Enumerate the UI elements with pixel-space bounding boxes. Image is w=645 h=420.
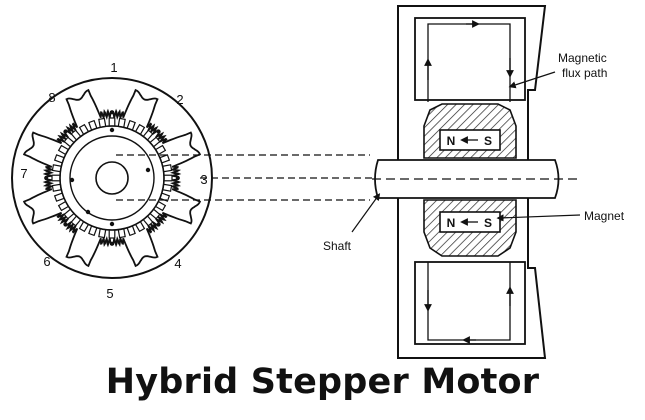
magnet-label: Magnet — [584, 209, 625, 223]
leader-lines — [351, 71, 581, 233]
shaft — [374, 159, 560, 199]
end-view: 1 2 3 4 5 6 7 8 — [11, 60, 213, 301]
top-pole — [414, 17, 526, 101]
magnet-north-label: N — [447, 216, 456, 230]
rotor-tooth — [51, 174, 61, 182]
shaft-end-circle — [95, 161, 129, 195]
shaft-label: Shaft — [323, 239, 352, 253]
rotor-body-circle — [59, 125, 165, 231]
pole-number: 4 — [174, 256, 181, 271]
flux-path-label-line1: Magnetic — [558, 51, 607, 65]
magnet-south-label: S — [484, 134, 492, 148]
magnet-south-label: S — [484, 216, 492, 230]
pole-number: 1 — [110, 60, 117, 75]
rotor-tooth — [163, 174, 173, 182]
pole-number: 8 — [48, 90, 55, 105]
magnet-north-label: N — [447, 134, 456, 148]
pole-number: 6 — [43, 254, 50, 269]
pole-number: 7 — [20, 166, 27, 181]
rotor-tooth — [108, 117, 116, 127]
side-section: N S N S — [372, 5, 580, 359]
rotor-inner-circle — [69, 135, 155, 221]
projection-lines — [116, 154, 420, 201]
flux-path-label-line2: flux path — [562, 66, 607, 80]
rotor-dot — [69, 177, 75, 183]
rotor-dot — [145, 167, 151, 173]
bottom-pole — [414, 261, 526, 345]
rotor-dot — [109, 221, 115, 227]
page-title: Hybrid Stepper Motor — [105, 362, 540, 402]
rotor-dot — [85, 209, 91, 215]
pole-number: 3 — [200, 172, 207, 187]
pole-number: 2 — [176, 92, 183, 107]
rotor-tooth — [108, 229, 116, 239]
rotor-dot — [109, 127, 115, 133]
stator-pole-profile — [22, 88, 202, 268]
pole-number: 5 — [106, 286, 113, 301]
